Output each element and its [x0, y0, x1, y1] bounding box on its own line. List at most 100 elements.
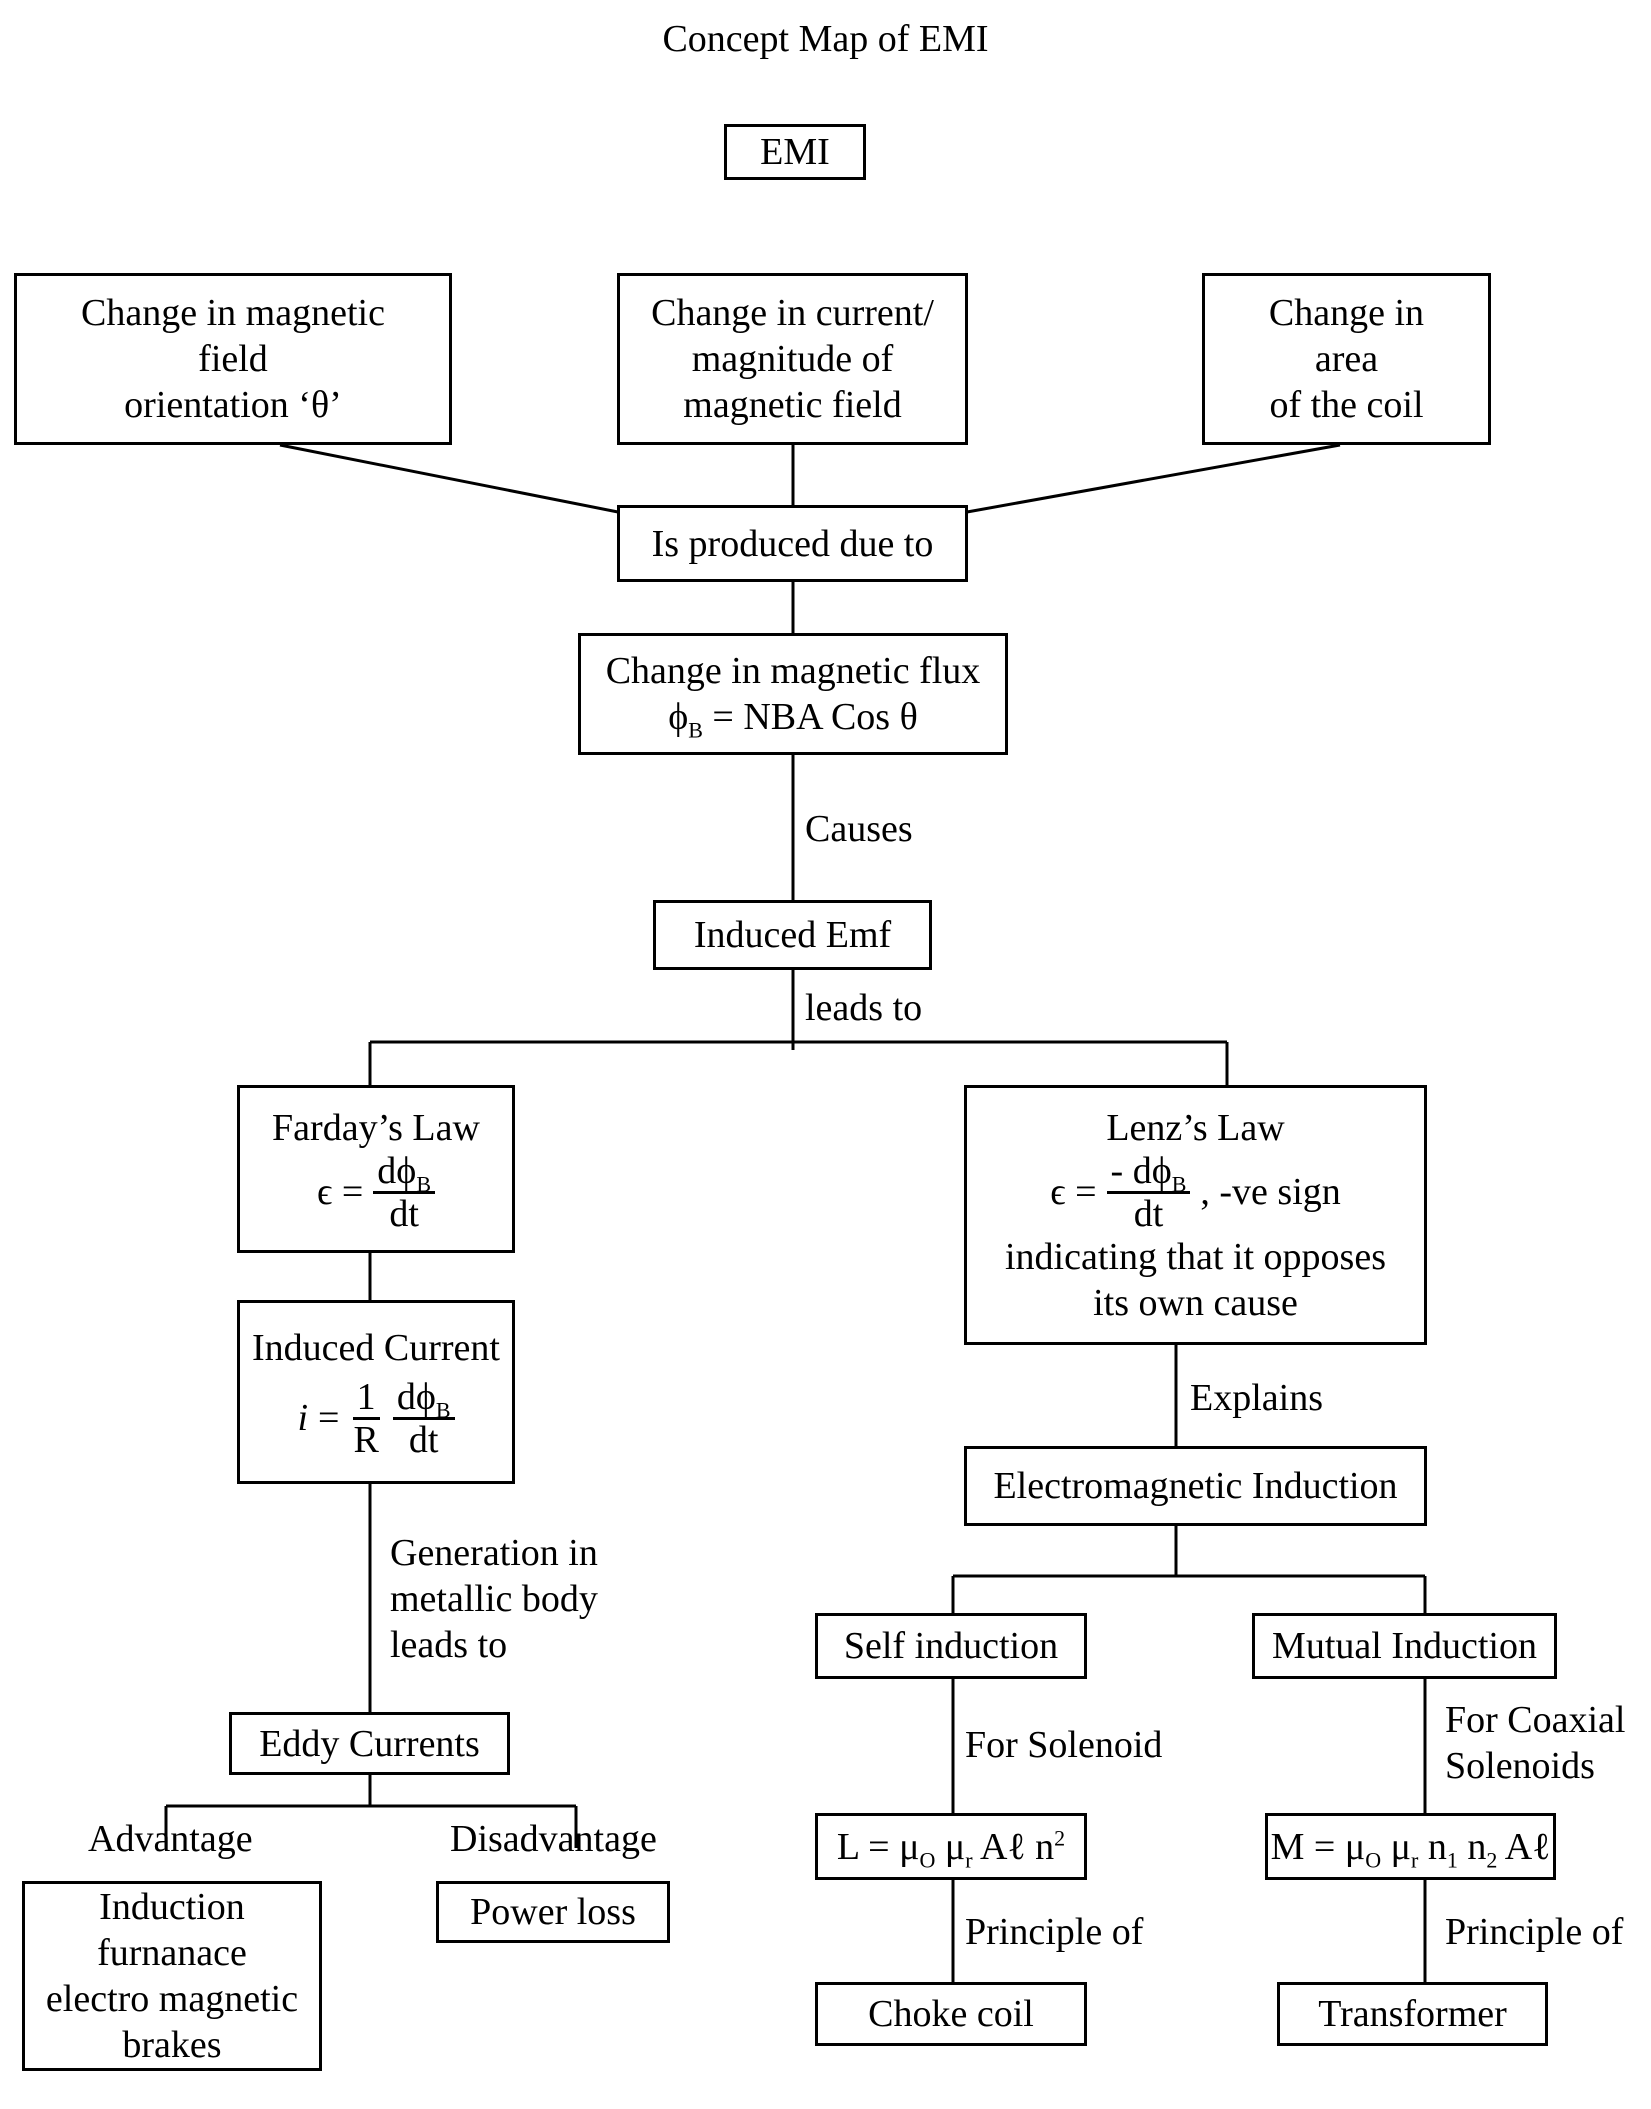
mutual-formula-e: Aℓ	[1497, 1825, 1551, 1868]
faraday-num-sub: B	[416, 1171, 431, 1197]
page-title: Concept Map of EMI	[662, 18, 989, 60]
edge-label-for-coaxial: For Coaxial Solenoids	[1445, 1697, 1625, 1789]
coaxial-line-1: For Coaxial	[1445, 1699, 1626, 1741]
lenz-lhs: ϵ =	[1050, 1171, 1097, 1213]
eddy-label: Eddy Currents	[259, 1722, 480, 1765]
magnitude-line-1: Change in current/	[651, 292, 934, 334]
current-den-2: dt	[408, 1418, 439, 1461]
node-change-magnitude: Change in current/ magnitude of magnetic…	[617, 273, 968, 445]
generation-line-1: Generation in	[390, 1532, 598, 1574]
orientation-line-3: orientation ‘θ’	[124, 384, 342, 426]
current-fraction-1: 1 R	[349, 1377, 382, 1460]
node-change-orientation: Change in magnetic field orientation ‘θ’	[14, 273, 452, 445]
lenz-fraction: - dϕB dt	[1106, 1151, 1191, 1235]
faraday-formula: ϵ = dϕB dt	[317, 1151, 435, 1234]
mutual-formula-a: M = μ	[1270, 1825, 1366, 1868]
self-formula-b: μ	[935, 1825, 966, 1868]
current-lhs: i	[297, 1397, 309, 1439]
node-induced-emf: Induced Emf	[653, 900, 932, 970]
lenz-formula: ϵ = - dϕB dt , -ve sign	[1050, 1151, 1341, 1234]
node-faraday-law: Farday’s Law ϵ = dϕB dt	[237, 1085, 515, 1253]
faraday-den: dt	[389, 1192, 419, 1235]
flux-formula: ϕB = NBA Cos θ	[668, 694, 918, 743]
line-orientation-to-produced	[279, 443, 619, 514]
node-change-area: Change in area of the coil	[1202, 273, 1491, 445]
advantage-line-1: Induction	[99, 1886, 245, 1928]
node-produced-due-to: Is produced due to	[617, 505, 968, 582]
edge-label-causes: Causes	[805, 808, 913, 850]
advantage-line-4: brakes	[122, 2024, 222, 2066]
self-formula-c-sup: 2	[1054, 1824, 1066, 1850]
induced-current-formula: i = 1 R dϕB dt	[297, 1375, 455, 1461]
lenz-den: dt	[1133, 1192, 1164, 1235]
self-formula-c: Aℓ n	[972, 1825, 1055, 1868]
edge-label-explains: Explains	[1190, 1377, 1323, 1419]
faraday-title: Farday’s Law	[272, 1106, 480, 1149]
area-line-2: area	[1314, 338, 1379, 380]
self-formula-a-sub: O	[919, 1847, 936, 1873]
flux-phi: ϕ	[668, 696, 689, 738]
edge-label-leads-to: leads to	[805, 987, 923, 1029]
orientation-line-2: field	[198, 338, 268, 380]
self-formula-b-sub: r	[965, 1847, 973, 1873]
mutual-formula-c-sub: 1	[1446, 1847, 1458, 1873]
coaxial-line-2: Solenoids	[1445, 1745, 1595, 1787]
generation-line-2: metallic body	[390, 1578, 598, 1620]
lenz-title: Lenz’s Law	[1106, 1106, 1285, 1149]
node-emi: EMI	[724, 124, 866, 180]
node-choke-coil: Choke coil	[815, 1982, 1087, 2046]
node-emi-label: EMI	[760, 131, 830, 173]
faraday-num: dϕ	[377, 1149, 417, 1192]
label-disadvantage: Disadvantage	[450, 1818, 657, 1860]
lenz-num-sub: B	[1171, 1171, 1187, 1197]
mutual-formula-a-sub: O	[1365, 1847, 1382, 1873]
orientation-line-1: Change in magnetic	[81, 292, 385, 334]
mutual-induction-label: Mutual Induction	[1272, 1625, 1537, 1667]
node-induced-current: Induced Current i = 1 R dϕB dt	[237, 1300, 515, 1484]
node-electromagnetic-induction: Electromagnetic Induction	[964, 1446, 1427, 1526]
current-num-1: 1	[352, 1377, 380, 1420]
edge-label-for-solenoid: For Solenoid	[965, 1724, 1163, 1766]
mutual-formula-b: μ	[1381, 1825, 1411, 1868]
label-advantage: Advantage	[88, 1818, 253, 1860]
node-advantage-examples: Induction furnanace electro magnetic bra…	[22, 1881, 322, 2071]
node-magnetic-flux: Change in magnetic flux ϕB = NBA Cos θ	[578, 633, 1008, 755]
advantage-line-3: electro magnetic	[45, 1978, 299, 2020]
mutual-formula-b-sub: r	[1410, 1847, 1419, 1873]
flux-rest: = NBA Cos θ	[702, 696, 918, 738]
self-formula-a: L = μ	[836, 1825, 920, 1868]
node-power-loss: Power loss	[436, 1881, 670, 1943]
node-self-inductance-formula: L = μO μr Aℓ n2	[815, 1813, 1087, 1880]
node-eddy-currents: Eddy Currents	[229, 1712, 510, 1775]
lenz-line-3: indicating that it opposes	[1004, 1235, 1386, 1278]
current-eq: =	[318, 1397, 340, 1439]
faraday-lhs: ϵ =	[316, 1171, 364, 1213]
produced-due-to-label: Is produced due to	[651, 522, 934, 565]
lenz-suffix: , -ve sign	[1200, 1171, 1341, 1213]
generation-line-3: leads to	[390, 1624, 508, 1666]
em-induction-label: Electromagnetic Induction	[993, 1465, 1398, 1507]
node-self-induction: Self induction	[815, 1613, 1087, 1679]
edge-label-principle-mutual: Principle of	[1445, 1911, 1624, 1953]
self-formula: L = μO μr Aℓ n2	[836, 1824, 1066, 1873]
self-induction-label: Self induction	[843, 1625, 1059, 1667]
flux-phi-sub: B	[688, 717, 703, 743]
choke-label: Choke coil	[868, 1993, 1034, 2035]
node-mutual-inductance-formula: M = μO μr n1 n2 Aℓ	[1265, 1813, 1556, 1880]
power-loss-label: Power loss	[470, 1891, 636, 1933]
edge-label-generation: Generation in metallic body leads to	[390, 1530, 598, 1668]
area-line-3: of the coil	[1269, 384, 1424, 426]
magnitude-line-3: magnetic field	[683, 384, 902, 426]
transformer-label: Transformer	[1318, 1993, 1507, 2035]
current-fraction-2: dϕB dt	[392, 1375, 455, 1461]
current-num-2: dϕ	[396, 1375, 436, 1418]
node-lenz-law: Lenz’s Law ϵ = - dϕB dt , -ve sign indic…	[964, 1085, 1427, 1345]
faraday-fraction: dϕB dt	[373, 1151, 435, 1234]
node-mutual-induction: Mutual Induction	[1252, 1613, 1557, 1679]
flux-line-1: Change in magnetic flux	[605, 650, 981, 692]
lenz-line-4: its own cause	[1093, 1281, 1298, 1324]
mutual-formula-d-sub: 2	[1486, 1847, 1498, 1873]
area-line-1: Change in	[1268, 292, 1425, 334]
node-transformer: Transformer	[1277, 1982, 1548, 2046]
